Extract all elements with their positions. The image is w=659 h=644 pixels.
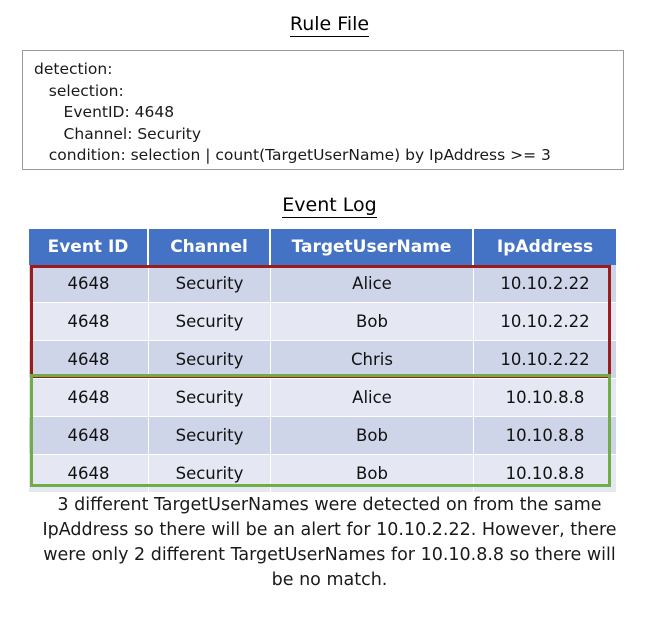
cell-target-user-name: Bob bbox=[271, 303, 474, 341]
cell-channel: Security bbox=[149, 303, 271, 341]
cell-ip-address: 10.10.8.8 bbox=[474, 455, 616, 493]
cell-event-id: 4648 bbox=[29, 417, 149, 455]
cell-channel: Security bbox=[149, 379, 271, 417]
cell-channel: Security bbox=[149, 341, 271, 379]
cell-channel: Security bbox=[149, 455, 271, 493]
table-row: 4648 Security Bob 10.10.8.8 bbox=[29, 417, 616, 455]
cell-event-id: 4648 bbox=[29, 303, 149, 341]
column-header-channel: Channel bbox=[149, 229, 271, 265]
event-log-title: Event Log bbox=[0, 196, 659, 218]
cell-target-user-name: Chris bbox=[271, 341, 474, 379]
rule-line: condition: selection | count(TargetUserN… bbox=[34, 146, 551, 164]
table-header-row: Event ID Channel TargetUserName IpAddres… bbox=[29, 229, 616, 265]
cell-target-user-name: Bob bbox=[271, 417, 474, 455]
rule-file-content: detection: selection: EventID: 4648 Chan… bbox=[23, 51, 623, 167]
cell-ip-address: 10.10.8.8 bbox=[474, 417, 616, 455]
table-header: Event ID Channel TargetUserName IpAddres… bbox=[29, 229, 616, 265]
rule-line: Channel: Security bbox=[34, 124, 201, 143]
rule-file-title-text: Rule File bbox=[289, 13, 370, 37]
rule-file-box: detection: selection: EventID: 4648 Chan… bbox=[22, 50, 624, 170]
table-row: 4648 Security Alice 10.10.2.22 bbox=[29, 265, 616, 303]
column-header-event-id: Event ID bbox=[29, 229, 149, 265]
cell-event-id: 4648 bbox=[29, 379, 149, 417]
rule-line: EventID: 4648 bbox=[34, 103, 175, 121]
cell-event-id: 4648 bbox=[29, 455, 149, 493]
cell-ip-address: 10.10.2.22 bbox=[474, 265, 616, 303]
cell-event-id: 4648 bbox=[29, 265, 149, 303]
cell-ip-address: 10.10.2.22 bbox=[474, 303, 616, 341]
cell-target-user-name: Alice bbox=[271, 379, 474, 417]
column-header-ip-address: IpAddress bbox=[474, 229, 616, 265]
event-log-title-text: Event Log bbox=[282, 194, 377, 218]
cell-channel: Security bbox=[149, 265, 271, 303]
explanation-caption: 3 different TargetUserNames were detecte… bbox=[42, 495, 617, 590]
table-row: 4648 Security Bob 10.10.2.22 bbox=[29, 303, 616, 341]
cell-event-id: 4648 bbox=[29, 341, 149, 379]
column-header-target-user-name: TargetUserName bbox=[271, 229, 474, 265]
cell-ip-address: 10.10.2.22 bbox=[474, 341, 616, 379]
table-row: 4648 Security Alice 10.10.8.8 bbox=[29, 379, 616, 417]
event-log-table: Event ID Channel TargetUserName IpAddres… bbox=[29, 229, 616, 493]
rule-file-title: Rule File bbox=[0, 15, 659, 37]
cell-target-user-name: Alice bbox=[271, 265, 474, 303]
cell-target-user-name: Bob bbox=[271, 455, 474, 493]
cell-ip-address: 10.10.8.8 bbox=[474, 379, 616, 417]
table-body: 4648 Security Alice 10.10.2.22 4648 Secu… bbox=[29, 265, 616, 493]
rule-line: detection: bbox=[34, 60, 113, 78]
table-row: 4648 Security Chris 10.10.2.22 bbox=[29, 341, 616, 379]
rule-line: selection: bbox=[34, 81, 124, 100]
table-row: 4648 Security Bob 10.10.8.8 bbox=[29, 455, 616, 493]
cell-channel: Security bbox=[149, 417, 271, 455]
